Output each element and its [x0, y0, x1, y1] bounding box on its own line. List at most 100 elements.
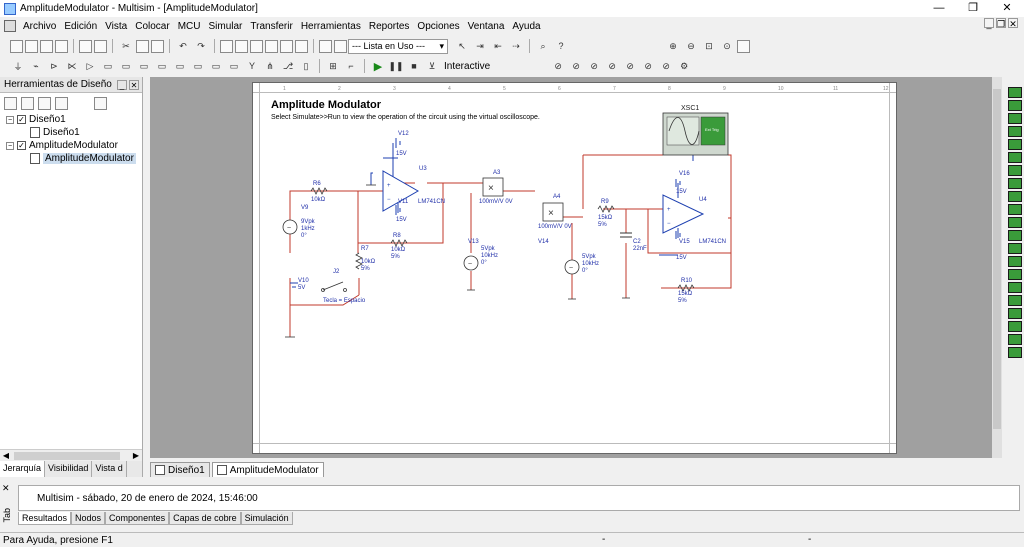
probe-differential-icon[interactable]: ⊘ [608, 60, 616, 71]
basic-component-icon[interactable]: ⌁ [33, 60, 39, 71]
forward-annotate-icon[interactable]: ⇢ [512, 40, 520, 51]
save-icon[interactable] [55, 39, 68, 53]
undo-icon[interactable]: ↶ [179, 40, 187, 51]
tab-simulacion[interactable]: Simulación [240, 512, 293, 525]
oscilloscope-xsc1[interactable] [662, 112, 729, 156]
spectrum-analyzer-icon[interactable] [1007, 243, 1022, 254]
logic-converter-icon[interactable] [1007, 191, 1022, 202]
menu-reportes[interactable]: Reportes [368, 20, 410, 32]
menu-ventana[interactable]: Ventana [467, 20, 505, 32]
connector-component-icon[interactable]: ▯ [303, 60, 309, 71]
iv-analyzer-icon[interactable] [1007, 217, 1022, 228]
ni-component-icon[interactable]: ⎇ [282, 60, 294, 71]
tree-item-amplitudemodulator-sheet[interactable]: AmplitudeModulator [6, 152, 142, 165]
four-channel-oscilloscope-icon[interactable] [1007, 139, 1022, 150]
probe-current-icon[interactable]: ⊘ [572, 60, 580, 71]
copy-icon[interactable] [136, 39, 149, 53]
checkbox-icon[interactable]: ✓ [17, 141, 26, 150]
ac-sources[interactable] [282, 219, 580, 275]
zoom-out-icon[interactable]: ⊖ [687, 40, 695, 51]
mdi-restore-button[interactable]: ❐ [996, 18, 1006, 29]
stop-simulation-icon[interactable]: ■ [411, 61, 417, 71]
transfer-icon[interactable]: ⇥ [476, 40, 484, 51]
open-folder-icon[interactable] [25, 39, 38, 53]
probe-voltage-icon[interactable]: ⊘ [554, 60, 562, 71]
tab-jerarquia[interactable]: Jerarquía [0, 461, 46, 477]
probe-gear-icon[interactable]: ⚙ [680, 60, 689, 71]
database-manager-icon[interactable] [280, 39, 293, 53]
help-cursor-icon[interactable]: ↖ [458, 40, 466, 51]
mixed-component-icon[interactable]: ▭ [157, 60, 167, 71]
postprocessor-icon[interactable] [265, 39, 278, 53]
visibility-settings-icon[interactable] [94, 96, 107, 110]
tab-visibilidad[interactable]: Visibilidad [45, 461, 93, 477]
bus-icon[interactable]: ⌐ [348, 61, 354, 71]
spreadsheet-icon[interactable] [235, 39, 248, 53]
menu-herramientas[interactable]: Herramientas [300, 20, 361, 32]
new-file-icon[interactable] [10, 39, 23, 53]
close-button[interactable]: ✕ [1002, 2, 1012, 14]
panel-horizontal-scrollbar[interactable]: ◀ ▶ [0, 449, 142, 461]
workspace-vertical-scrollbar[interactable] [992, 77, 1002, 458]
scroll-right-icon[interactable]: ▶ [132, 451, 140, 460]
hierarchical-block-icon[interactable]: ⊞ [329, 60, 337, 71]
agilent-generator-icon[interactable] [1007, 269, 1022, 280]
back-annotate-icon[interactable]: ⇤ [494, 40, 502, 51]
advanced-peripherals-icon[interactable]: ▭ [229, 60, 239, 71]
menu-ayuda[interactable]: Ayuda [512, 20, 541, 32]
cmos-component-icon[interactable]: ▭ [121, 60, 131, 71]
scroll-left-icon[interactable]: ◀ [2, 451, 10, 460]
multimeter-icon[interactable] [1007, 87, 1022, 98]
mdi-minimize-button[interactable]: _ [984, 18, 994, 29]
tab-vista[interactable]: Vista d [92, 461, 127, 477]
source-component-icon[interactable]: ⏚ [13, 61, 23, 72]
rf-component-icon[interactable]: Y [248, 61, 255, 71]
probe-power-icon[interactable]: ⊘ [590, 60, 598, 71]
tab-capas-de-cobre[interactable]: Capas de cobre [169, 512, 241, 525]
design-toolbox-icon[interactable] [220, 39, 233, 53]
tab-resultados[interactable]: Resultados [18, 512, 72, 525]
run-simulation-icon[interactable]: ▶ [373, 60, 383, 73]
misc-component-icon[interactable]: ▭ [211, 60, 221, 71]
full-screen-icon[interactable] [737, 39, 750, 53]
wattmeter-icon[interactable] [1007, 113, 1022, 124]
redo-icon[interactable]: ↷ [197, 40, 205, 51]
collapse-icon[interactable]: − [6, 115, 14, 124]
document-icon[interactable] [4, 20, 16, 32]
network-analyzer-icon[interactable] [1007, 256, 1022, 267]
save-design-icon[interactable] [38, 96, 51, 110]
electromech-component-icon[interactable]: ⋔ [266, 60, 274, 71]
menu-simular[interactable]: Simular [208, 20, 243, 32]
power-component-icon[interactable]: ▭ [193, 60, 203, 71]
mdi-close-button[interactable]: ✕ [1008, 18, 1018, 29]
menu-transferir[interactable]: Transferir [250, 20, 293, 32]
scroll-thumb[interactable] [993, 89, 1001, 429]
output-log[interactable]: Multisim - sábado, 20 de enero de 2024, … [18, 485, 1020, 511]
analog-component-icon[interactable]: ▷ [86, 60, 94, 71]
ni-elvis-icon[interactable] [1007, 334, 1022, 345]
print-icon[interactable] [79, 39, 92, 53]
minimize-button[interactable]: — [933, 2, 945, 14]
cut-icon[interactable]: ✂ [122, 40, 130, 51]
multiplier-a3[interactable] [482, 177, 504, 197]
probe-digital-icon[interactable]: ⊘ [644, 60, 652, 71]
ttl-component-icon[interactable]: ▭ [103, 60, 113, 71]
interactive-analysis-icon[interactable]: ⊻ [428, 60, 436, 71]
menu-vista[interactable]: Vista [105, 20, 128, 32]
menu-colocar[interactable]: Colocar [135, 20, 170, 32]
in-use-list-combo[interactable]: --- Lista en Uso --- ▾ [348, 38, 448, 54]
grapher-icon[interactable] [250, 39, 263, 53]
open-sample-icon[interactable] [40, 39, 53, 53]
logic-analyzer-icon[interactable] [1007, 204, 1022, 215]
panel-close-button[interactable]: ✕ [129, 79, 139, 90]
tree-item-diseno1[interactable]: − ✓ Diseño1 [6, 113, 142, 126]
print-preview-icon[interactable] [94, 39, 107, 53]
menu-mcu[interactable]: MCU [177, 20, 201, 32]
current-probe-icon[interactable] [1007, 347, 1022, 358]
tab-diseno1[interactable]: Diseño1 [150, 462, 210, 477]
tab-amplitudemodulator[interactable]: AmplitudeModulator [211, 462, 324, 477]
switch-j2[interactable] [321, 281, 347, 292]
schematic-workspace[interactable]: Amplitude Modulator Select Simulate>>Run… [150, 77, 1002, 458]
find-icon[interactable]: ⌕ [540, 40, 546, 51]
diode-component-icon[interactable]: ⊳ [50, 60, 58, 71]
